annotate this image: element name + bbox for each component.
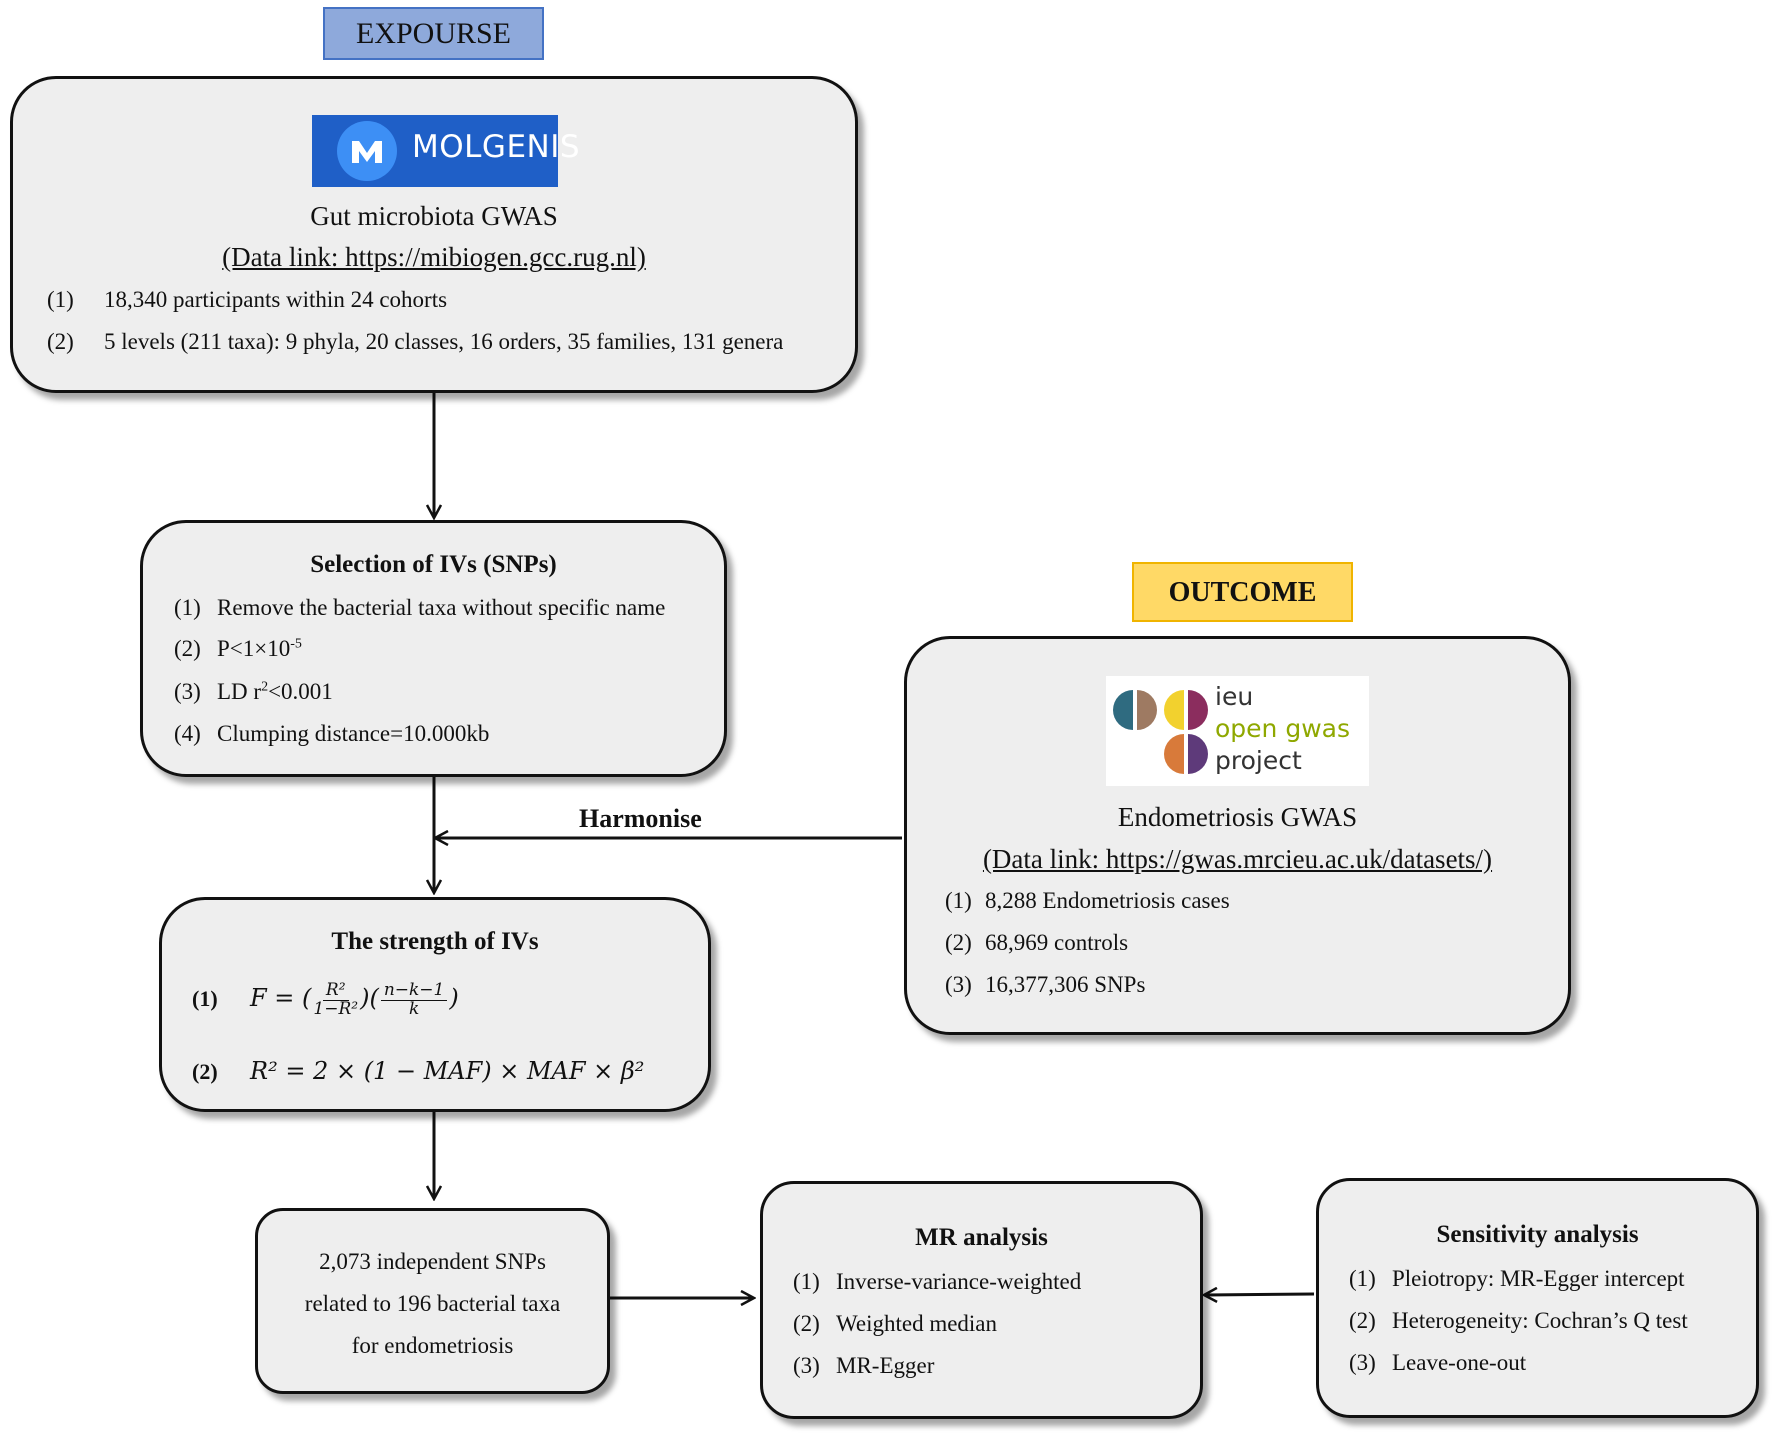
endo-box-title: Endometriosis GWAS bbox=[1117, 802, 1358, 832]
snps-box-line-2: related to 196 bacterial taxa bbox=[304, 1291, 561, 1316]
gut-box-item-1: (1)18,340 participants within 24 cohorts bbox=[47, 287, 448, 312]
sensitivity-analysis-box: Sensitivity analysis (1)Pleiotropy: MR-E… bbox=[1316, 1178, 1759, 1418]
sens-box-item-2: (2)Heterogeneity: Cochran’s Q test bbox=[1349, 1308, 1688, 1333]
sens-box-item-3: (3)Leave-one-out bbox=[1349, 1350, 1527, 1375]
gut-box-title: Gut microbiota GWAS bbox=[310, 201, 558, 231]
outcome-label-text: OUTCOME bbox=[1168, 577, 1317, 608]
molgenis-m-icon bbox=[337, 121, 397, 181]
molgenis-logo-text: MOLGENIS bbox=[412, 129, 581, 165]
formula-r-squared: (2)R² = 2 × (1 − MAF) × MAF × β² bbox=[192, 1057, 645, 1085]
outcome-label: OUTCOME bbox=[1132, 562, 1353, 622]
mr-box-title: MR analysis bbox=[915, 1224, 1048, 1251]
arrow-sens-to-mr bbox=[1205, 1294, 1315, 1295]
sens-box-item-1: (1)Pleiotropy: MR-Egger intercept bbox=[1349, 1266, 1685, 1291]
gut-microbiota-box: MOLGENIS Gut microbiota GWAS (Data link:… bbox=[10, 76, 858, 393]
mr-box-item-1: (1)Inverse-variance-weighted bbox=[793, 1269, 1082, 1294]
exposure-label-text: EXPOURSE bbox=[355, 17, 512, 50]
snps-box-line-3: for endometriosis bbox=[351, 1333, 514, 1358]
selection-box-title: Selection of IVs (SNPs) bbox=[310, 551, 557, 578]
strength-box-title: The strength of IVs bbox=[331, 928, 539, 955]
mr-box-item-2: (2)Weighted median bbox=[793, 1311, 998, 1336]
ieu-logo-line2: open gwas bbox=[1215, 714, 1350, 743]
selection-ivs-box: Selection of IVs (SNPs) (1)Remove the ba… bbox=[140, 520, 727, 777]
ieu-open-gwas-logo: ieu open gwas project bbox=[1106, 676, 1369, 786]
selection-item-2: (2)P<1×10-5 bbox=[174, 636, 302, 661]
ieu-logo-line1: ieu bbox=[1215, 682, 1254, 711]
exposure-label: EXPOURSE bbox=[323, 7, 544, 60]
mr-analysis-box: MR analysis (1)Inverse-variance-weighted… bbox=[760, 1181, 1203, 1419]
mr-box-item-3: (3)MR-Egger bbox=[793, 1353, 935, 1378]
gut-box-item-2: (2)5 levels (211 taxa): 9 phyla, 20 clas… bbox=[47, 329, 784, 354]
endo-box-link[interactable]: (Data link: https://gwas.mrcieu.ac.uk/da… bbox=[982, 844, 1493, 874]
endo-box-item-1: (1)8,288 Endometriosis cases bbox=[945, 888, 1230, 913]
endo-box-item-3: (3)16,377,306 SNPs bbox=[945, 972, 1146, 997]
independent-snps-box: 2,073 independent SNPs related to 196 ba… bbox=[255, 1208, 610, 1394]
ieu-logo-icon bbox=[1113, 690, 1208, 774]
endo-box-item-2: (2)68,969 controls bbox=[945, 930, 1129, 955]
sens-box-title: Sensitivity analysis bbox=[1436, 1221, 1639, 1248]
selection-item-1: (1)Remove the bacterial taxa without spe… bbox=[174, 595, 666, 620]
harmonise-label: Harmonise bbox=[579, 804, 702, 833]
ieu-logo-line3: project bbox=[1215, 746, 1302, 775]
selection-item-3: (3)LD r2<0.001 bbox=[174, 679, 333, 704]
selection-item-4: (4)Clumping distance=10.000kb bbox=[174, 721, 490, 746]
molgenis-logo: MOLGENIS bbox=[312, 115, 580, 187]
snps-box-line-1: 2,073 independent SNPs bbox=[319, 1249, 546, 1274]
gut-box-link[interactable]: (Data link: https://mibiogen.gcc.rug.nl) bbox=[222, 242, 646, 272]
endometriosis-box: ieu open gwas project Endometriosis GWAS… bbox=[904, 636, 1571, 1035]
